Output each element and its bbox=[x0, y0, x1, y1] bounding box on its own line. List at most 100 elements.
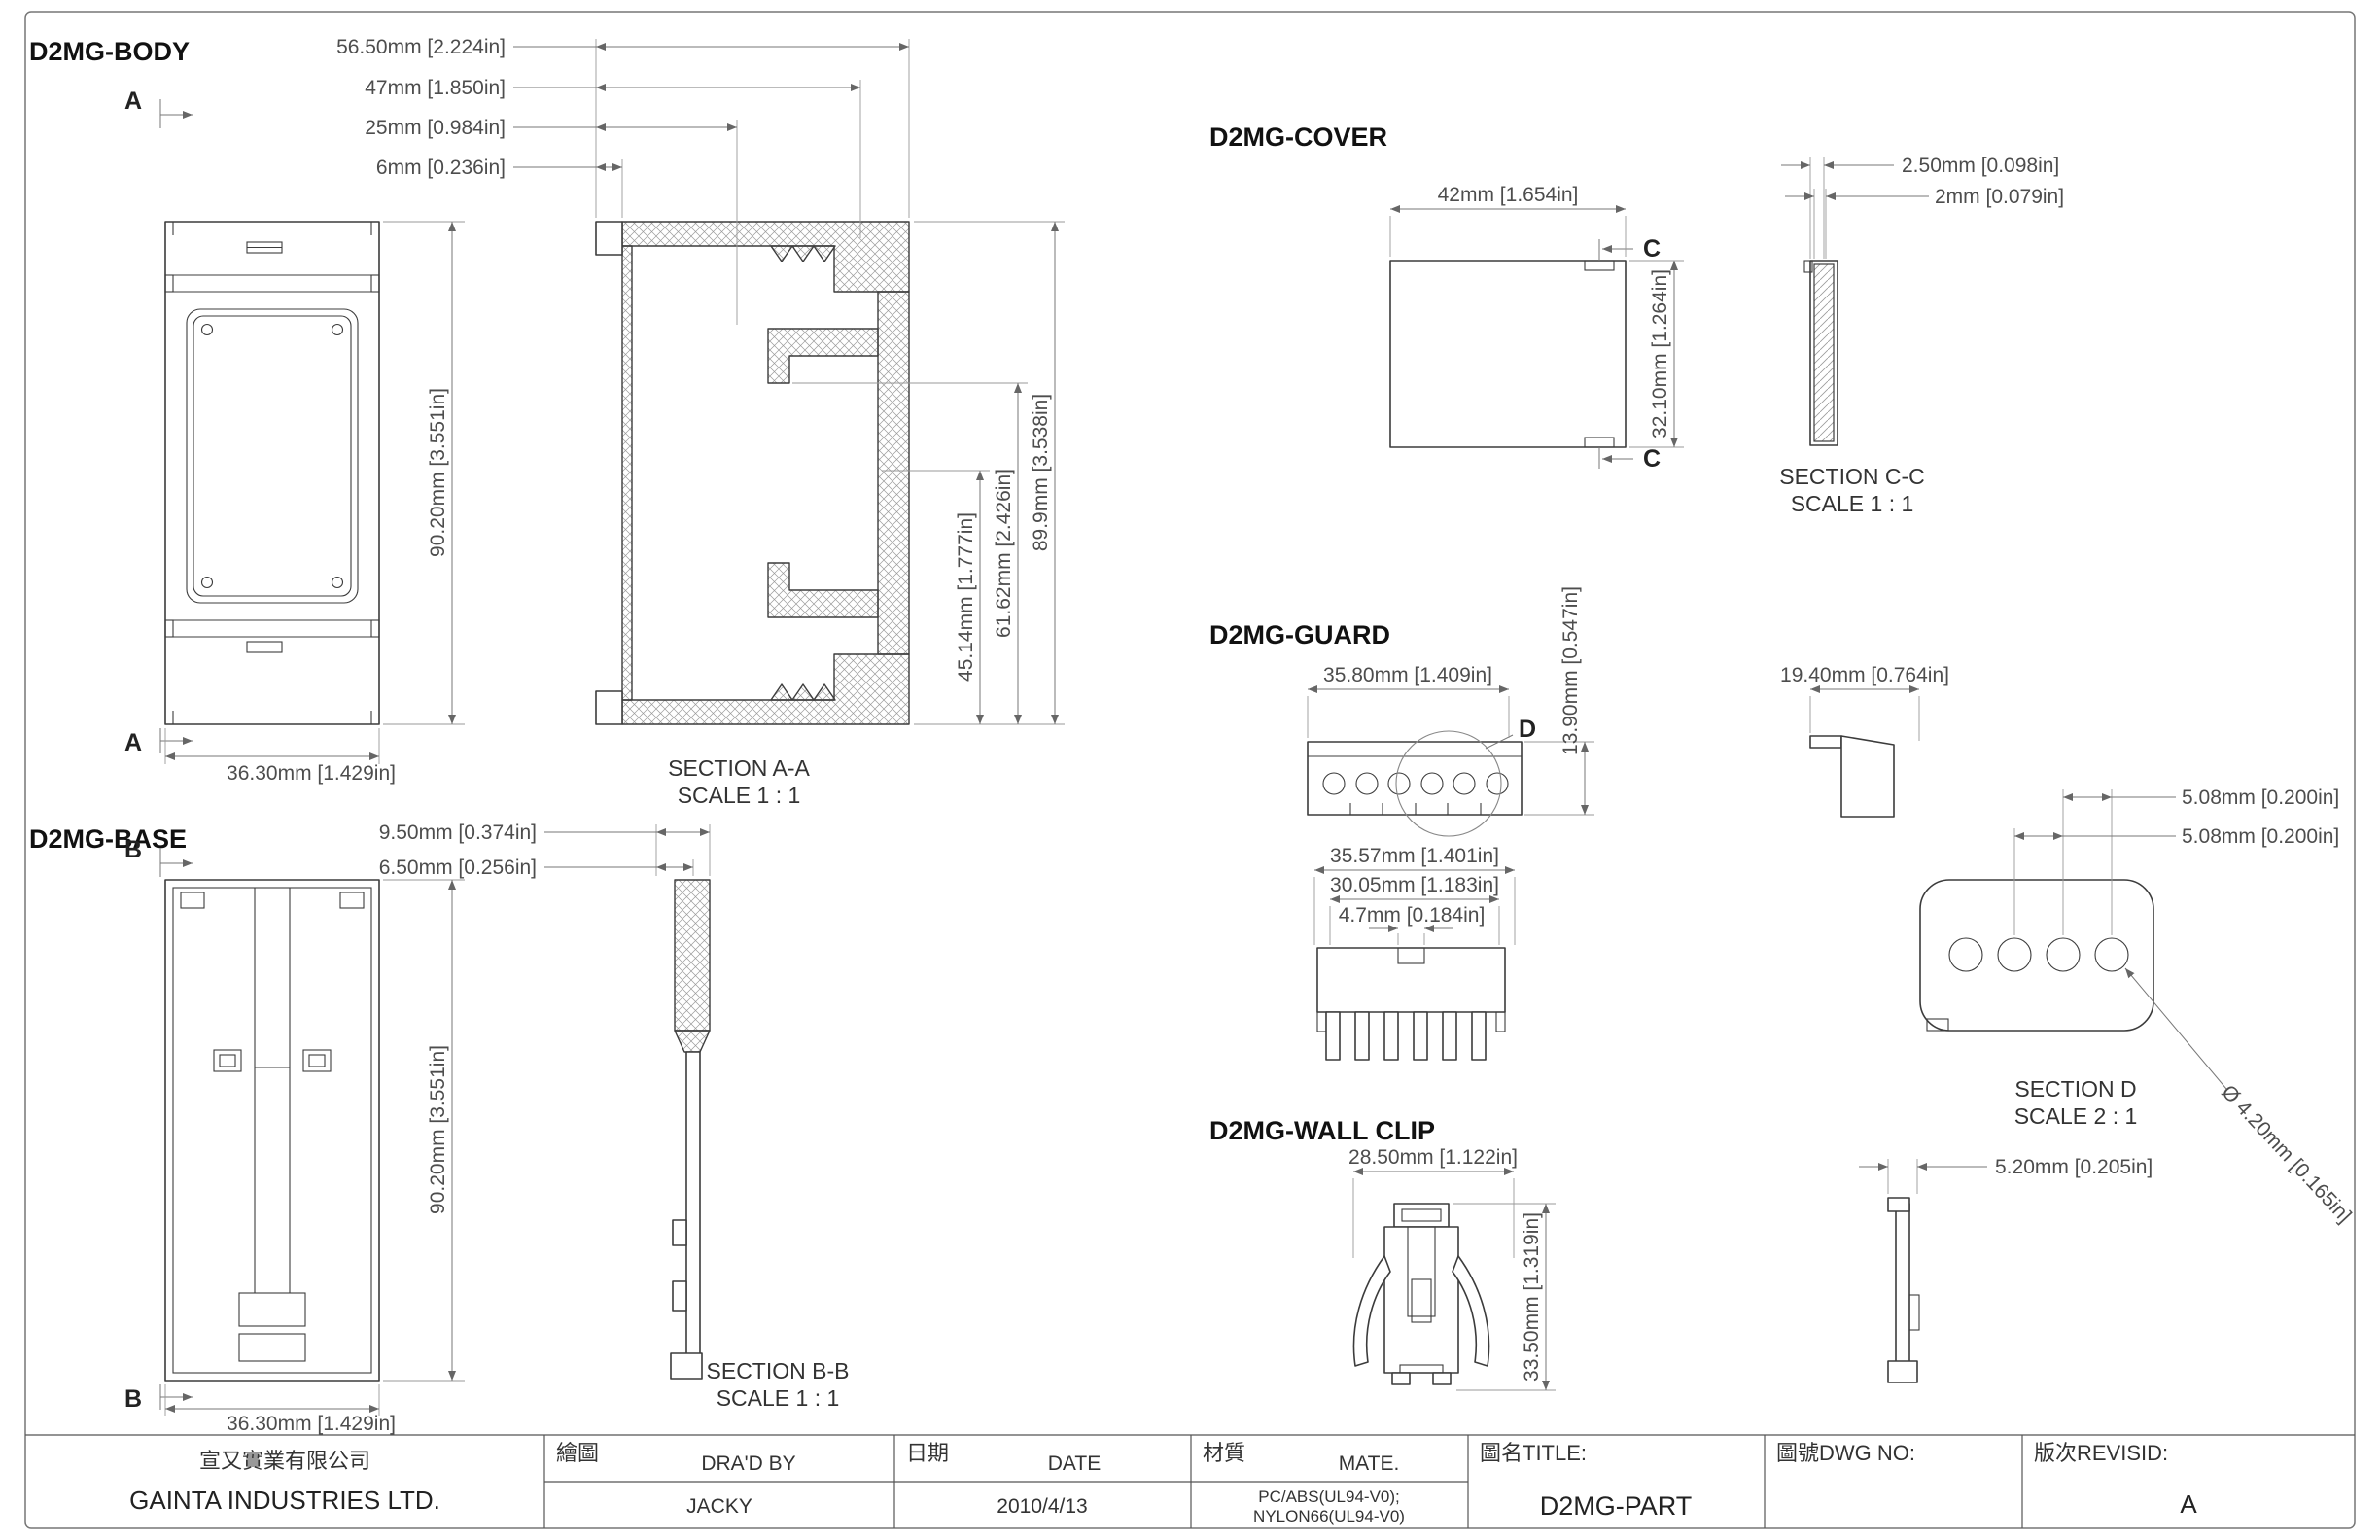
dim-45-14: 45.14mm [1.777in] bbox=[955, 512, 977, 682]
drawn-by-value: JACKY bbox=[686, 1495, 752, 1518]
dim-36-30-base: 36.30mm [1.429in] bbox=[227, 1413, 396, 1435]
dim-33-50: 33.50mm [1.319in] bbox=[1521, 1212, 1543, 1382]
clip-front-view bbox=[1352, 1203, 1490, 1385]
clip-title: D2MG-WALL CLIP bbox=[1209, 1116, 1435, 1145]
guard-title: D2MG-GUARD bbox=[1209, 620, 1390, 649]
guard-height-dimension: 13.90mm [0.547in] bbox=[1524, 586, 1594, 816]
din-tab bbox=[595, 221, 623, 256]
guard-comb-dimensions: 35.57mm [1.401in] 30.05mm [1.183in] 4.7m… bbox=[1313, 845, 1516, 945]
material-label-en: MATE. bbox=[1339, 1452, 1400, 1475]
company-name-en: GAINTA INDUSTRIES LTD. bbox=[129, 1486, 440, 1515]
body-front-view bbox=[164, 221, 380, 725]
dwg-no-label: 圖號DWG NO: bbox=[1776, 1441, 1915, 1465]
body-top-dimensions: 56.50mm [2.224in] 47mm [1.850in] 25mm [0… bbox=[336, 36, 910, 325]
comb-tooth bbox=[1383, 1011, 1399, 1061]
section-cc-label: SECTION C-C SCALE 1 : 1 bbox=[1779, 464, 1925, 516]
detail-circle-d bbox=[1395, 730, 1502, 837]
section-mark-c-bottom: C bbox=[1598, 445, 1661, 472]
detail-mark-d: D bbox=[1519, 716, 1536, 743]
svg-text:C: C bbox=[1643, 235, 1661, 262]
dim-61-62: 61.62mm [2.426in] bbox=[993, 469, 1015, 638]
clip-arm-left bbox=[1352, 1255, 1391, 1367]
clip-height-dimension: 33.50mm [1.319in] bbox=[1452, 1203, 1556, 1391]
svg-text:SECTION C-C: SECTION C-C bbox=[1779, 464, 1925, 489]
guard-hole bbox=[1486, 772, 1509, 795]
date-value: 2010/4/13 bbox=[997, 1495, 1087, 1518]
cover-thickness-dimensions: 2.50mm [0.098in] 2mm [0.079in] bbox=[1781, 155, 2064, 259]
dim-dia-4-20: Ø 4.20mm [0.165in] bbox=[2217, 1081, 2356, 1228]
screw-hole-circle bbox=[331, 576, 344, 589]
section-mark-a-bottom: A bbox=[124, 728, 192, 756]
svg-text:B: B bbox=[124, 1385, 142, 1413]
drawn-by-label-cn: 繪圖 bbox=[556, 1441, 599, 1465]
comb-tooth bbox=[1442, 1011, 1457, 1061]
material-value-2: NYLON66(UL94-V0) bbox=[1253, 1507, 1405, 1525]
guard-view-group: D2MG-GUARD D 35.80mm [1.409in] bbox=[1209, 586, 2356, 1227]
material-value-1: PC/ABS(UL94-V0); bbox=[1258, 1488, 1400, 1506]
dim-90-20-base: 90.20mm [3.551in] bbox=[427, 1045, 449, 1214]
svg-text:SCALE 1 : 1: SCALE 1 : 1 bbox=[717, 1385, 840, 1411]
section-aa-dimensions: 45.14mm [1.777in] 61.62mm [2.426in] 89.9… bbox=[792, 221, 1065, 725]
svg-text:A: A bbox=[124, 729, 142, 756]
body-width-dimension: 36.30mm [1.429in] bbox=[164, 728, 396, 785]
guard-hole bbox=[1355, 772, 1379, 795]
comb-tooth bbox=[1325, 1011, 1341, 1061]
guard-hole bbox=[1420, 772, 1444, 795]
clip-view-group: D2MG-WALL CLIP 28.50mm [1.122in] 33.50mm… bbox=[1209, 1116, 2152, 1391]
svg-text:SECTION A-A: SECTION A-A bbox=[668, 755, 810, 781]
svg-text:SECTION B-B: SECTION B-B bbox=[707, 1358, 850, 1383]
base-title: D2MG-BASE bbox=[29, 824, 187, 854]
dim-47: 47mm [1.850in] bbox=[365, 77, 506, 99]
dim-6-50: 6.50mm [0.256in] bbox=[379, 857, 537, 879]
guard-hole bbox=[1387, 772, 1411, 795]
base-top-dimensions: 9.50mm [0.374in] 6.50mm [0.256in] bbox=[379, 822, 711, 879]
base-view-group: D2MG-BASE B B bbox=[29, 822, 849, 1435]
guard-front-view: D bbox=[1307, 716, 1536, 837]
din-tab bbox=[595, 690, 623, 725]
base-section-bb bbox=[670, 879, 711, 1380]
section-d-hole bbox=[2094, 937, 2129, 972]
cover-view-group: D2MG-COVER C C 42mm [1.654in] 32.10m bbox=[1209, 122, 2064, 516]
svg-text:B: B bbox=[124, 836, 142, 863]
dim-4-7: 4.7mm [0.184in] bbox=[1339, 904, 1486, 927]
svg-text:SCALE 1 : 1: SCALE 1 : 1 bbox=[1791, 491, 1914, 516]
svg-text:SECTION D: SECTION D bbox=[2014, 1076, 2136, 1102]
cover-title: D2MG-COVER bbox=[1209, 122, 1387, 152]
body-height-dimension: 90.20mm [3.551in] bbox=[383, 221, 465, 725]
guard-section-d bbox=[1919, 879, 2154, 1032]
clip-side-dimension: 5.20mm [0.205in] bbox=[1859, 1156, 2152, 1194]
section-mark-b-top: B bbox=[124, 836, 192, 877]
guard-hole bbox=[1322, 772, 1346, 795]
base-height-dimension: 90.20mm [3.551in] bbox=[383, 879, 465, 1382]
dim-56-50: 56.50mm [2.224in] bbox=[336, 36, 506, 58]
date-label-cn: 日期 bbox=[906, 1441, 949, 1465]
dim-2-50: 2.50mm [0.098in] bbox=[1902, 155, 2059, 177]
guard-comb-view bbox=[1316, 947, 1506, 1061]
dim-36-30: 36.30mm [1.429in] bbox=[227, 762, 396, 785]
base-front-view bbox=[164, 879, 380, 1382]
screw-hole-circle bbox=[200, 323, 214, 336]
dim-5-20: 5.20mm [0.205in] bbox=[1995, 1156, 2152, 1178]
comb-tooth bbox=[1471, 1011, 1487, 1061]
dim-28-50: 28.50mm [1.122in] bbox=[1348, 1146, 1518, 1169]
drawn-by-label-en: DRA'D BY bbox=[701, 1452, 795, 1475]
comb-tooth bbox=[1413, 1011, 1428, 1061]
title-value: D2MG-PART bbox=[1540, 1491, 1693, 1521]
dim-42: 42mm [1.654in] bbox=[1438, 184, 1579, 206]
dim-5-08-b: 5.08mm [0.200in] bbox=[2182, 825, 2339, 848]
dim-30-05: 30.05mm [1.183in] bbox=[1330, 874, 1499, 896]
dim-35-57: 35.57mm [1.401in] bbox=[1330, 845, 1499, 867]
svg-text:SCALE 1 : 1: SCALE 1 : 1 bbox=[678, 783, 801, 808]
section-aa-label: SECTION A-A SCALE 1 : 1 bbox=[668, 755, 810, 808]
dim-25: 25mm [0.984in] bbox=[365, 117, 506, 139]
dim-32-10: 32.10mm [1.264in] bbox=[1649, 269, 1671, 438]
title-label: 圖名TITLE: bbox=[1480, 1441, 1587, 1465]
dim-5-08-a: 5.08mm [0.200in] bbox=[2182, 787, 2339, 809]
dim-13-90: 13.90mm [0.547in] bbox=[1559, 586, 1582, 755]
dim-90-20: 90.20mm [3.551in] bbox=[427, 388, 449, 557]
section-bb-label: SECTION B-B SCALE 1 : 1 bbox=[707, 1358, 850, 1411]
title-block: 宣又實業有限公司 GAINTA INDUSTRIES LTD. 繪圖 DRA'D… bbox=[25, 1434, 2355, 1528]
section-mark-b-bottom: B bbox=[124, 1384, 192, 1413]
section-d-hole bbox=[1997, 937, 2032, 972]
